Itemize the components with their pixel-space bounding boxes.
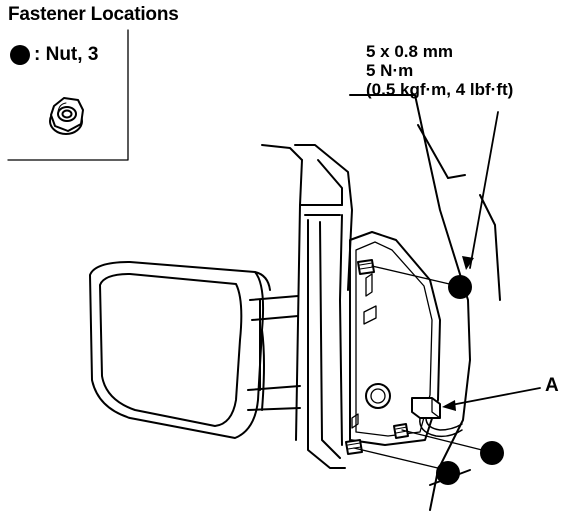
spec-thread-size: 5 x 0.8 mm xyxy=(366,42,453,61)
spec-torque-nm: 5 N·m xyxy=(366,61,414,80)
callout-a-arrowhead-icon xyxy=(442,400,456,411)
nut-legend: : Nut, 3 xyxy=(10,44,98,66)
mounting-studs xyxy=(345,259,409,455)
spec-arrowhead-icon xyxy=(462,256,474,270)
side-mirror xyxy=(89,261,301,439)
nut-legend-label: : Nut, 3 xyxy=(34,44,99,65)
flange-nut-icon xyxy=(49,97,84,135)
fastener-locations-title: Fastener Locations xyxy=(8,4,179,25)
nut-location-lower-right-icon xyxy=(480,441,504,465)
door-pillar xyxy=(294,144,353,469)
callout-a-arrow-line xyxy=(445,387,541,407)
spec-arrow-line xyxy=(469,111,499,269)
nut-location-lower-left-icon xyxy=(436,461,460,485)
callout-label-a: A xyxy=(545,375,559,396)
nut-symbol-icon xyxy=(10,45,30,65)
nut-location-upper-icon xyxy=(448,275,472,299)
mirror-mount-plate xyxy=(349,231,441,446)
connector-a xyxy=(411,397,463,438)
